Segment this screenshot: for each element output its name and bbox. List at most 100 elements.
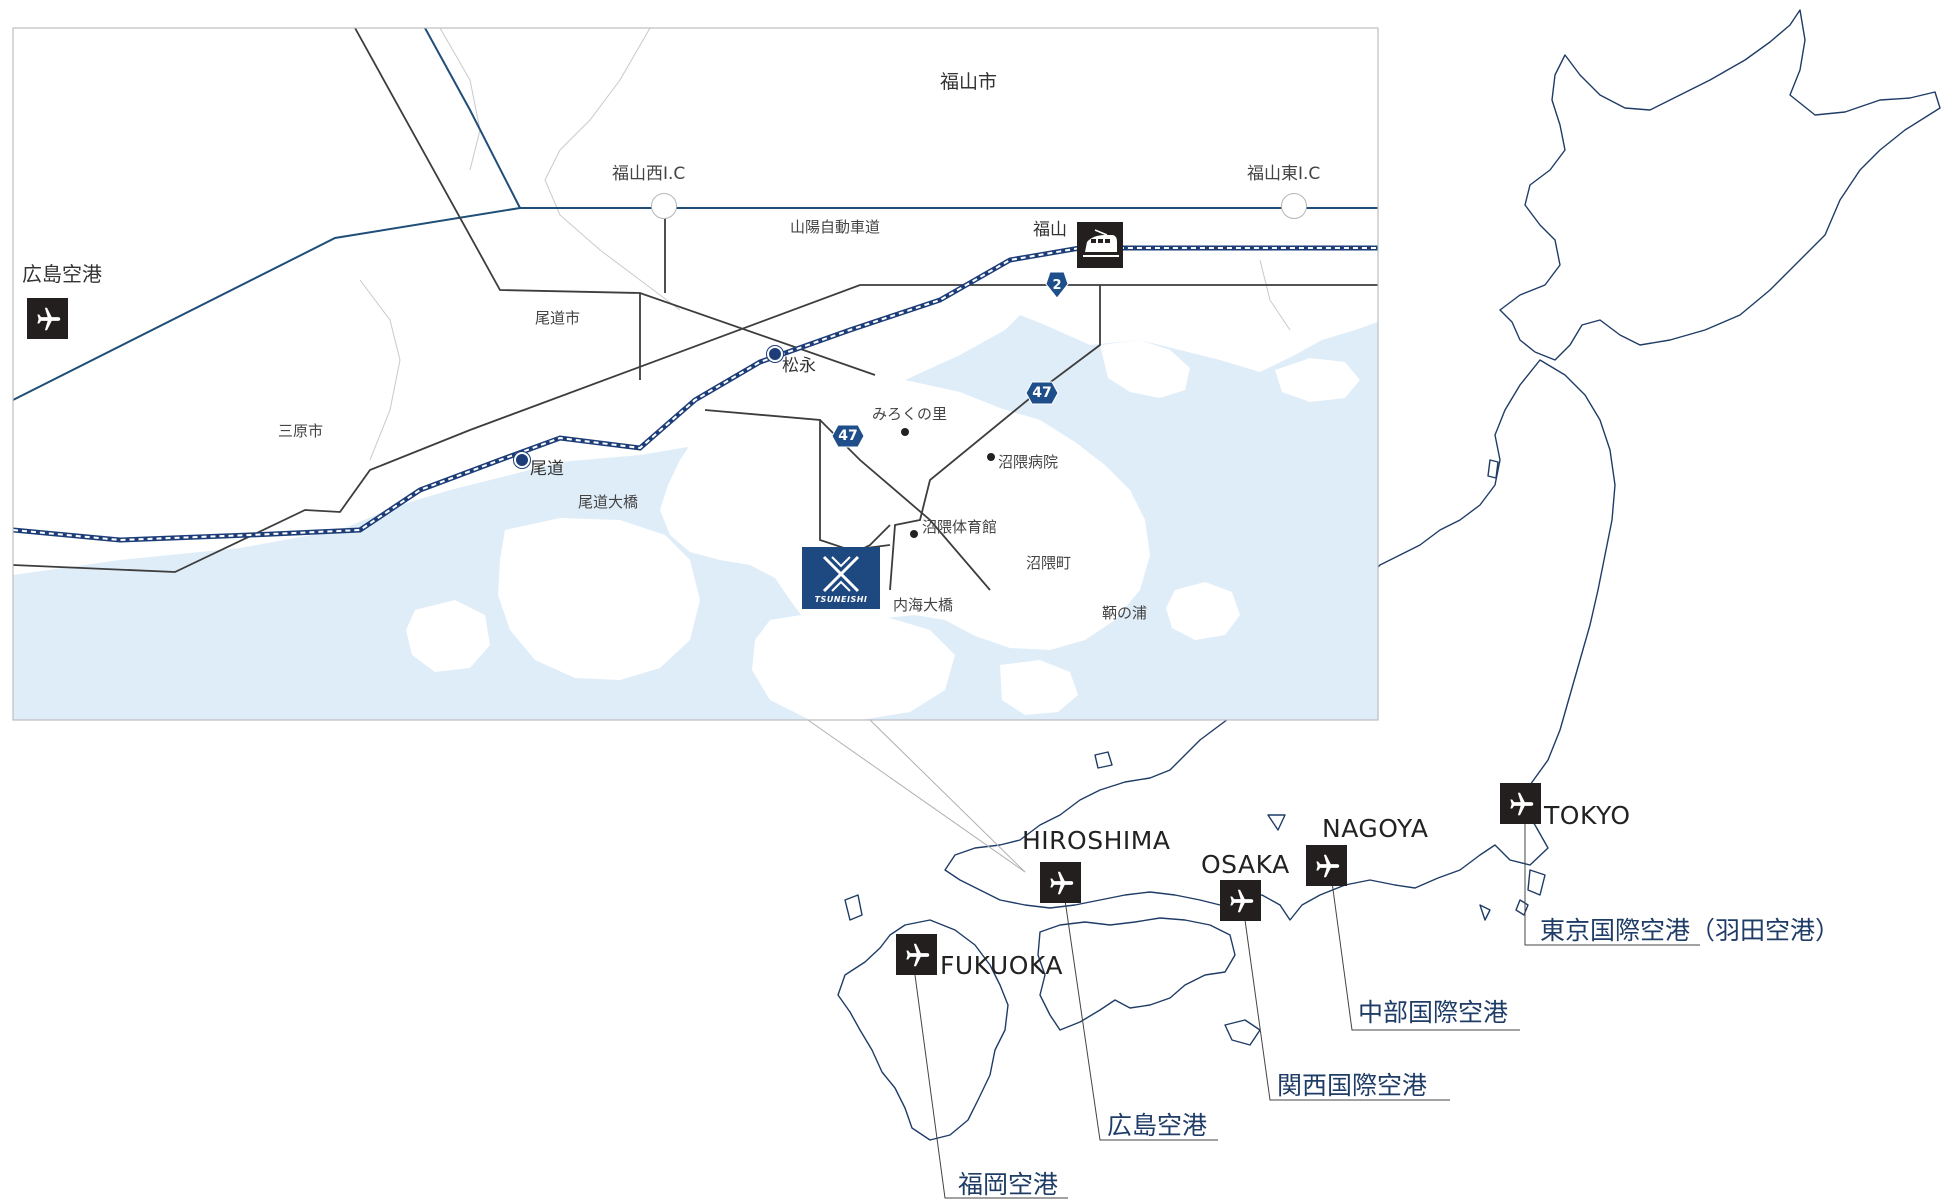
label-mirokunosato: みろくの里: [872, 405, 948, 423]
train-icon-graphic: [1083, 229, 1119, 257]
boundary-line: [359, 279, 401, 461]
label-city-fukuoka: FUKUOKA: [940, 951, 1063, 980]
airplane-icon: [27, 298, 68, 339]
label-station-fukuyama: 福山: [1033, 220, 1067, 240]
label-matsunaga: 松永: [782, 356, 816, 376]
airplane-icon: [896, 934, 937, 975]
airplane-glyph: [1229, 889, 1253, 912]
expressway-line: [13, 207, 1378, 401]
airplane-glyph: [1049, 871, 1073, 894]
island-outline: [1094, 751, 1113, 769]
numakuma-gym-marker: [910, 530, 918, 538]
shikoku-outline: [1037, 917, 1236, 1031]
label-city-tokyo: TOKYO: [1544, 801, 1631, 830]
tsuneishi-logo-icon: TSUNEISHI: [802, 547, 880, 609]
logo-mark: [822, 555, 860, 593]
inset-map-border: [12, 27, 1379, 721]
ic-west-marker: [651, 193, 677, 219]
airplane-icon: [1306, 845, 1347, 886]
route-47-shield-lower: [831, 424, 865, 448]
station-matsunaga-marker: [767, 346, 783, 362]
island-outline: [1479, 904, 1491, 921]
leader-line-hiroshima: [1064, 899, 1218, 1141]
airplane-icon: [1220, 880, 1261, 921]
island: [1000, 660, 1078, 715]
airplane-glyph: [36, 307, 60, 330]
road-line: [889, 285, 1101, 591]
numakuma-hospital-marker: [987, 453, 995, 461]
route-47-number-lower: 47: [838, 428, 858, 444]
airport-leader-lines: [914, 820, 1700, 1199]
railway-line: [13, 245, 1378, 543]
label-numakuma-town: 沼隈町: [1026, 554, 1072, 572]
label-naikai-bridge: 内海大橋: [893, 596, 954, 614]
label-numakuma-gym: 沼隈体育館: [922, 518, 998, 536]
leader-line-kansai: [1244, 919, 1450, 1101]
boundary-line: [544, 28, 681, 311]
train-icon: [1077, 222, 1123, 268]
airplane-glyph: [1315, 854, 1339, 877]
island-outline: [1487, 459, 1499, 479]
label-hiroshima-airport-inset: 広島空港: [22, 262, 102, 286]
boundary-line: [439, 28, 481, 171]
route-2-shield: [1045, 271, 1069, 299]
logo-text: TSUNEISHI: [814, 595, 868, 604]
ic-east-marker: [1281, 193, 1307, 219]
island-outline: [1527, 869, 1546, 896]
label-expressway: 山陽自動車道: [790, 218, 881, 236]
island: [1100, 340, 1190, 398]
label-ic-west: 福山西I.C: [612, 164, 686, 184]
label-city-osaka: OSAKA: [1201, 850, 1290, 879]
route-47-shield-upper: [1025, 381, 1059, 405]
airplane-glyph: [905, 943, 929, 966]
label-onomichi-bridge: 尾道大橋: [578, 493, 639, 511]
boundary-line: [1259, 259, 1291, 331]
airplane-icon: [1500, 783, 1541, 824]
inset-callout-lines: [807, 719, 1026, 873]
island: [1275, 358, 1360, 402]
label-city-nagoya: NAGOYA: [1322, 814, 1429, 843]
callout-line: [869, 719, 1026, 873]
leader-line-fukuoka: [914, 974, 1068, 1199]
leader-line-chubu: [1331, 881, 1520, 1031]
road-line: [354, 28, 876, 376]
inset-map: [13, 28, 1378, 720]
leader-line-haneda: [1524, 820, 1700, 946]
island-outline: [1515, 899, 1529, 916]
airplane-glyph: [1509, 792, 1533, 815]
airplane-icon: [1040, 862, 1081, 903]
boundary-lines: [359, 28, 1291, 461]
label-onomichi: 尾道: [530, 459, 564, 479]
expressway-lines: [13, 28, 1378, 401]
route-47-number-upper: 47: [1032, 385, 1052, 401]
label-city-hiroshima: HIROSHIMA: [1022, 826, 1171, 855]
island-outline: [1224, 1019, 1261, 1046]
road-line: [13, 284, 1378, 573]
island: [498, 518, 700, 680]
label-airport-hiroshima: 広島空港: [1107, 1111, 1208, 1140]
railway-inner: [13, 247, 1378, 542]
label-onomichi-city: 尾道市: [535, 309, 581, 327]
label-airport-chubu: 中部国際空港: [1358, 998, 1509, 1027]
label-airport-fukuoka: 福岡空港: [958, 1170, 1059, 1199]
island: [752, 612, 955, 720]
mirokunosato-marker: [901, 428, 909, 436]
land-peninsula: [660, 380, 1150, 650]
hokkaido-outline: [1499, 9, 1941, 361]
label-ayanoura: 鞆の浦: [1102, 604, 1148, 622]
label-fukuyama-city: 福山市: [940, 71, 998, 93]
island: [1166, 582, 1240, 640]
island-outline: [844, 894, 863, 921]
callout-line: [807, 719, 1026, 873]
label-mihara-city: 三原市: [278, 422, 324, 440]
label-numakuma-hospital: 沼隈病院: [998, 453, 1059, 471]
island-outline: [1267, 814, 1286, 831]
island: [406, 600, 490, 672]
label-ic-east: 福山東I.C: [1247, 164, 1321, 184]
kyushu-outline: [837, 919, 1009, 1141]
expressway-line: [424, 28, 521, 209]
label-airport-kansai: 関西国際空港: [1277, 1071, 1428, 1100]
label-airport-haneda: 東京国際空港（羽田空港）: [1540, 916, 1841, 945]
